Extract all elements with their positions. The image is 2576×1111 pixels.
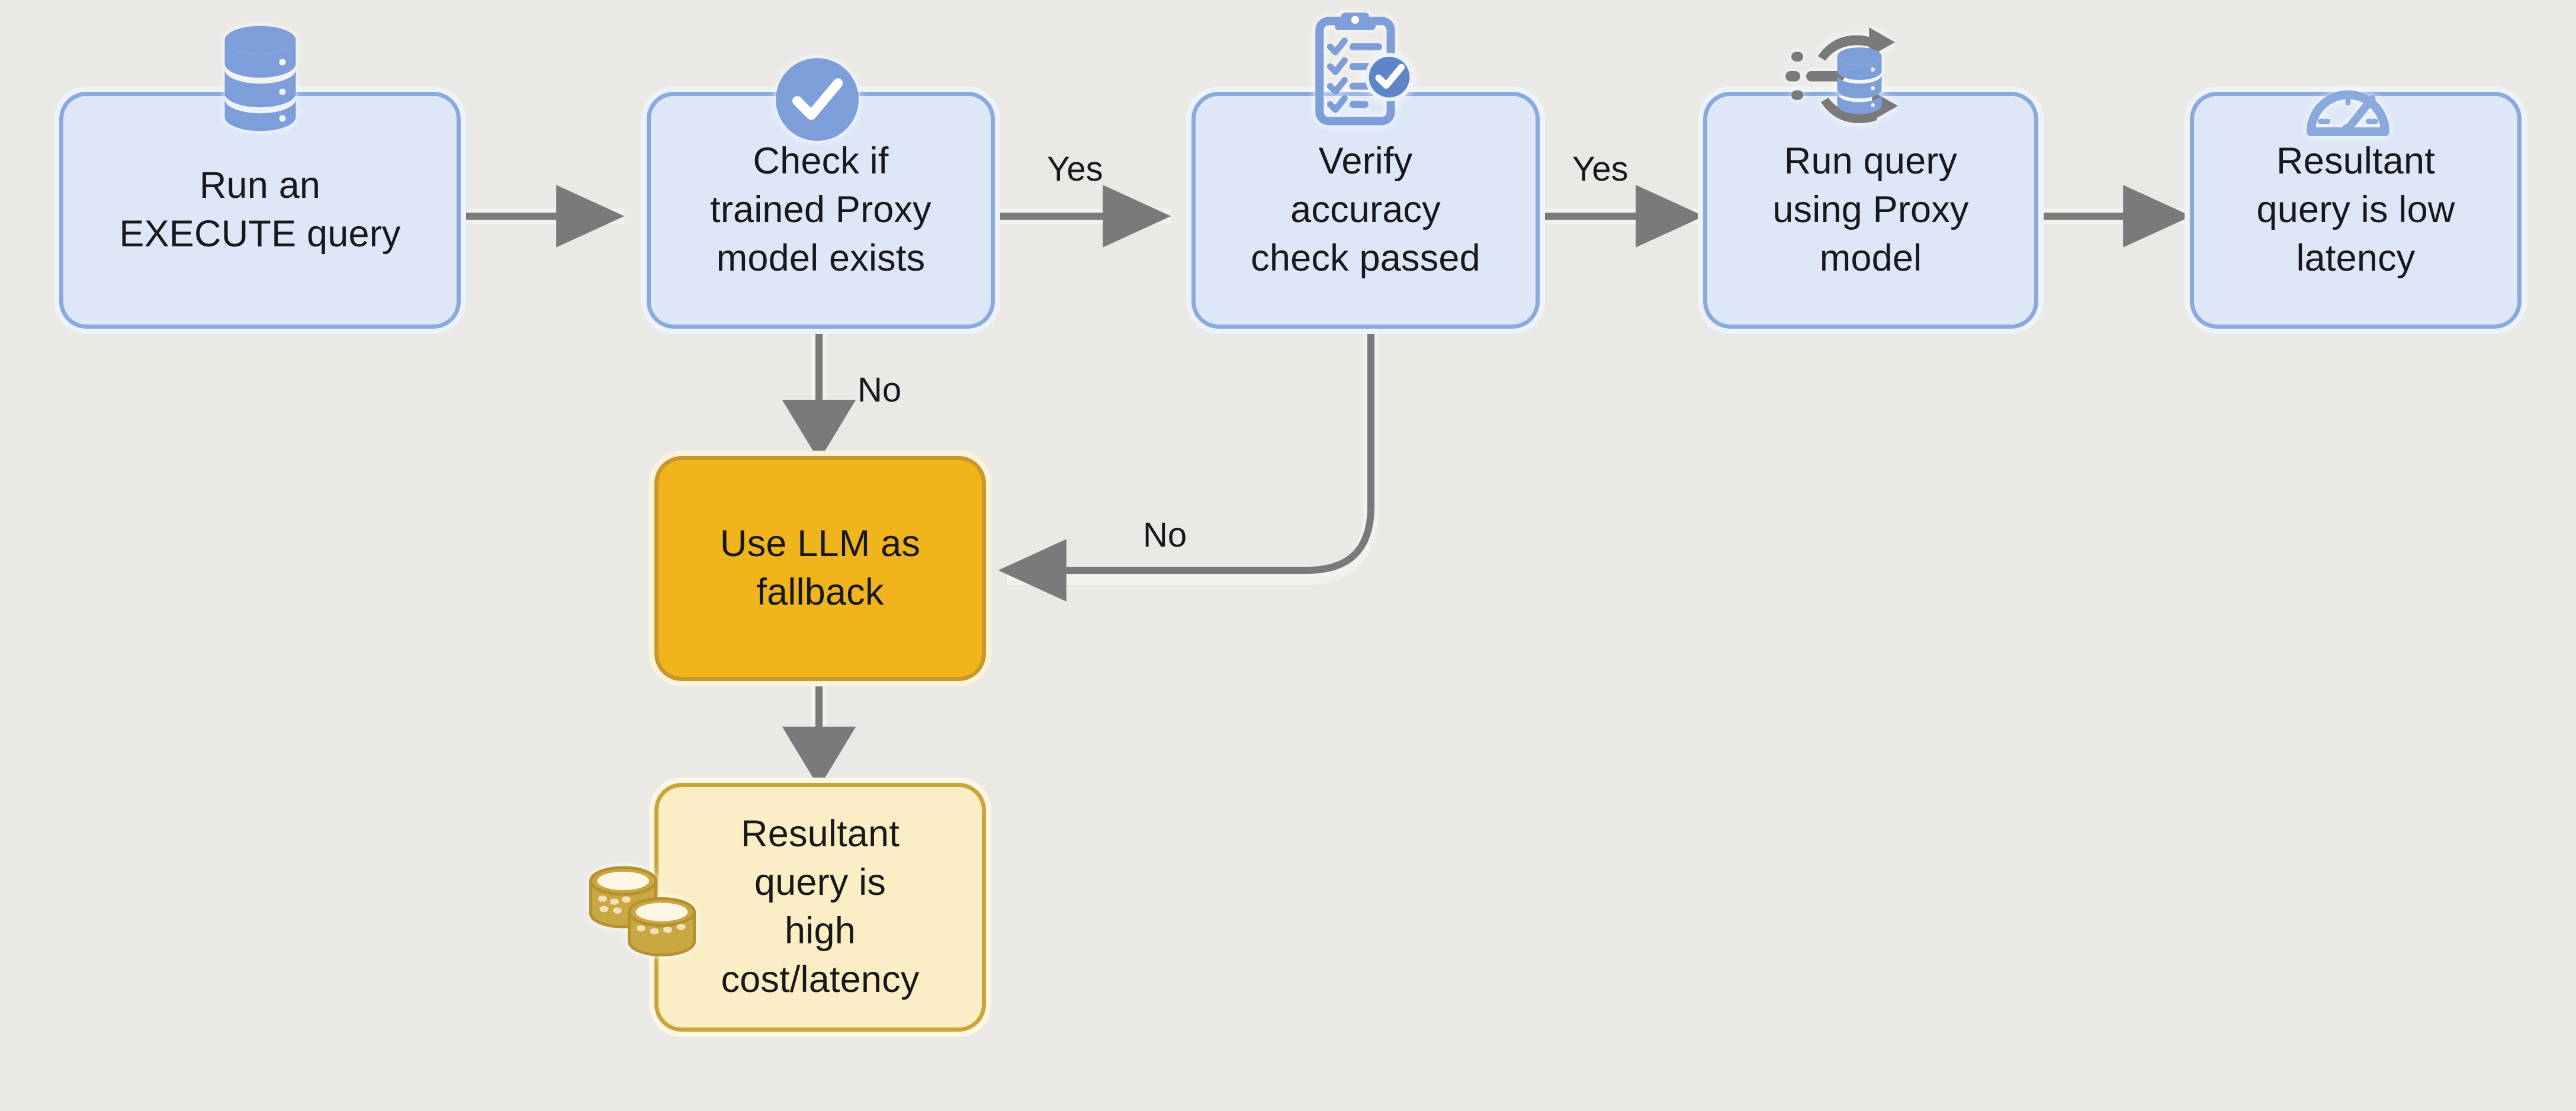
node-use-llm-as-fallback[interactable]: Use LLM as fallback — [654, 456, 986, 681]
edge-label-yes-1: Yes — [1047, 150, 1103, 188]
edge-label-no-2: No — [1143, 516, 1187, 554]
node-verify-accuracy-check-passed-label: Verify accuracy check passed — [1251, 140, 1480, 279]
edge-label-yes-2: Yes — [1572, 150, 1629, 188]
node-run-query-using-proxy-model[interactable]: Run query using Proxy model — [1703, 92, 2038, 329]
node-resultant-query-low-latency-label: Resultant query is low latency — [2256, 140, 2455, 279]
node-run-query-using-proxy-model-label: Run query using Proxy model — [1772, 140, 1969, 279]
node-resultant-query-low-latency[interactable]: Resultant query is low latency — [2190, 92, 2522, 329]
node-resultant-query-high-cost-latency[interactable]: Resultant query is high cost/latency — [654, 783, 986, 1032]
node-verify-accuracy-check-passed[interactable]: Verify accuracy check passed — [1191, 92, 1540, 329]
node-check-trained-proxy-model-exists-label: Check if trained Proxy model exists — [710, 140, 932, 279]
node-run-execute-query[interactable]: Run an EXECUTE query — [59, 92, 461, 329]
edge-verify-to-fallback — [998, 327, 1374, 602]
node-resultant-query-high-cost-latency-label: Resultant query is high cost/latency — [721, 813, 920, 1000]
node-check-trained-proxy-model-exists[interactable]: Check if trained Proxy model exists — [647, 92, 995, 329]
node-run-execute-query-label: Run an EXECUTE query — [119, 165, 401, 255]
edge-label-no-1: No — [857, 371, 902, 409]
node-use-llm-as-fallback-label: Use LLM as fallback — [720, 523, 921, 613]
